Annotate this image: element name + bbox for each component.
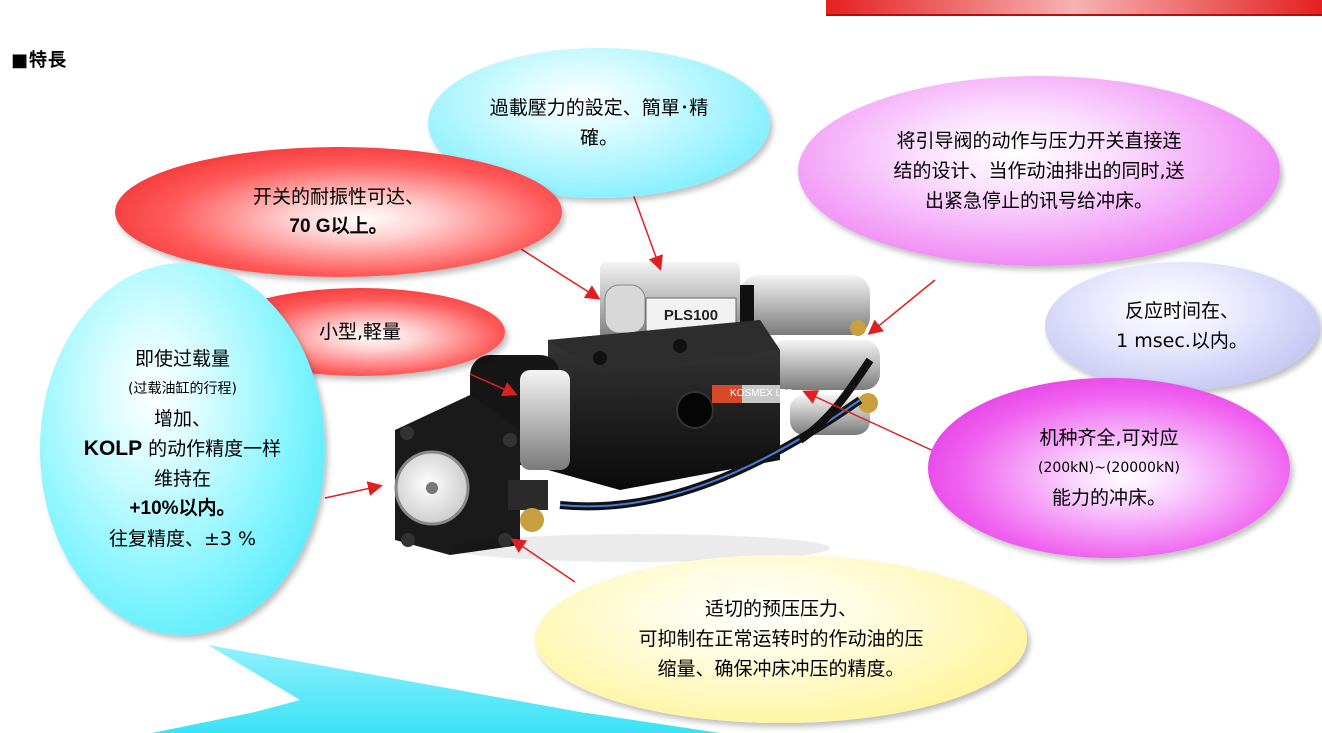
bubble-models: 机种齐全,可对应 (200kN)~(20000kN) 能力的冲床。 [928,378,1290,558]
bubble-preload-text: 适切的预压压力、 可抑制在正常运转时的作动油的压 缩量、确保冲床冲压的精度。 [638,598,924,680]
bubble-compact-text: 小型,軽量 [318,321,402,343]
bubble-models-line3: 能力的冲床。 [1051,487,1166,509]
bubble-models-line2: (200kN)~(20000kN) [1038,460,1180,476]
bubble-response-line1: 反应时间在、 [1124,300,1239,322]
bubble-preload: 适切的预压压力、 可抑制在正常运转时的作动油的压 缩量、确保冲床冲压的精度。 [535,555,1027,723]
arrow-preload [510,538,576,583]
bubble-overload-line2: (过载油缸的行程) [128,381,237,397]
arrow-compact [469,373,518,396]
bubble-vibration: 开关的耐振性可达、 70 G以上。 [115,147,562,277]
arrow-overload [324,481,383,499]
bubble-overload: 即使过载量 (过载油缸的行程) 增加、 KOLP 的动作精度一样 维持在 +10… [40,263,325,635]
bubble-models-line1: 机种齐全,可对应 [1039,427,1179,449]
bubble-overload-line4: 的动作精度一样 [142,438,282,460]
bubble-direct-link-text: 将引导阀的动作与压力开关直接连 结的设计、当作动油排出的同时,送 出紧急停止的讯… [893,130,1185,212]
bubble-overload-line1: 即使过载量 [134,348,230,370]
bubble-response-time: 反应时间在、 1 msec.以内。 [1045,262,1319,390]
arrow-direct [867,279,936,335]
section-heading: ■特長 [11,50,68,71]
arrow-models [802,390,939,454]
bubble-overload-line6: +10%以内。 [129,498,236,519]
bubble-overload-line7: 往复精度、±3 % [108,528,257,550]
bubble-pressure-setting-text: 過載壓力的設定、簡單･精 確。 [489,97,709,149]
top-accent-bar [826,0,1322,16]
bubble-overload-line5: 维持在 [153,468,211,490]
bubble-vibration-line2: 70 G以上。 [289,216,388,237]
bubble-overload-line3: 增加、 [153,408,211,430]
brand-label: KOSMEX LTD. [730,388,797,399]
bubble-vibration-line1: 开关的耐振性可达、 [252,186,424,208]
bubble-overload-kolp: KOLP [83,437,143,460]
bubble-response-line2: 1 msec.以内。 [1116,330,1248,352]
bubble-direct-link: 将引导阀的动作与压力开关直接连 结的设计、当作动油排出的同时,送 出紧急停止的讯… [798,76,1280,266]
model-label: PLS100 [663,306,719,324]
arrow-vibration [509,241,601,300]
